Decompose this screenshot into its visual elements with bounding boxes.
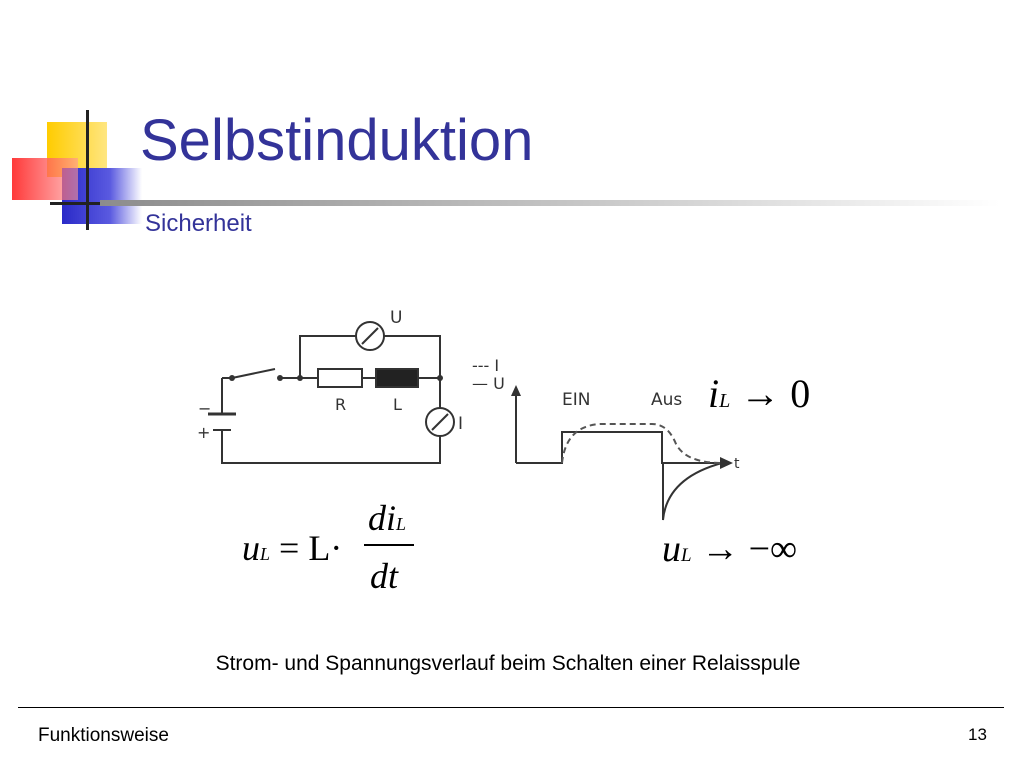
voltage-sub: L [681,545,692,566]
circuit-diagram [208,321,455,464]
current-limit: → 0 [730,371,811,416]
label-ein: EIN [562,390,590,410]
logo-vertical-line [86,110,89,230]
graph-t-axis-arrow [720,457,733,469]
formula-var-di: di [368,498,397,538]
switch-lever [231,368,276,379]
current-curve [561,423,723,464]
voltmeter-needle [361,327,379,345]
time-axis-label: t [734,456,740,472]
voltmeter-label: U [390,308,402,328]
inductance-formula: uL = L· diL dt [242,500,442,600]
logo-red-square [12,158,78,200]
battery-minus-label: − [198,399,211,418]
switching-graph [511,385,733,521]
switch-node [229,375,235,381]
formula-lhs: uL = L· [242,530,342,566]
slide-subtitle: Sicherheit [145,210,252,237]
voltage-limit: → −∞ [691,528,798,570]
slide-title: Selbstinduktion [140,108,534,173]
voltage-curve-spike [662,462,723,521]
ammeter [425,407,455,437]
formula-var-u: u [242,528,260,568]
current-sub: L [719,390,731,412]
battery-plus-label: + [197,423,210,442]
logo-horizontal-line [50,202,110,205]
voltage-curve-on [516,431,722,464]
branch-node-left [297,375,303,381]
formula-numerator: diL [368,500,406,536]
title-underline [100,200,1000,206]
formula-num-sub: L [396,514,407,534]
voltmeter-branch-wire [299,335,441,378]
ammeter-needle [431,413,449,431]
formula-denominator: dt [370,556,399,596]
inductor-label: L [393,395,402,414]
footer-divider [18,707,1004,708]
circuit-outer-wire [221,378,441,464]
label-aus: Aus [651,390,682,410]
switch-contact-node [277,375,283,381]
current-limit-formula: iL → 0 [708,374,810,414]
voltage-limit-formula: uL → −∞ [662,530,797,568]
current-var: i [708,371,720,416]
resistor [317,368,363,388]
formula-equals-l: = L· [270,528,343,568]
resistor-label: R [335,395,346,414]
footer-section-name: Funktionsweise [38,725,169,746]
formula-sub-l: L [260,544,271,564]
logo-decoration [0,100,142,240]
circuit-nodes [229,375,443,381]
formula-fraction-bar [364,544,414,546]
figure-caption: Strom- und Spannungsverlauf beim Schalte… [215,652,801,675]
legend-current: --- I [472,356,499,375]
voltage-var: u [662,528,681,570]
branch-node-right [437,375,443,381]
graph-y-axis-arrow [511,385,521,396]
page-number: 13 [968,725,987,744]
ammeter-label: I [458,414,463,434]
voltmeter [355,321,385,351]
inductor [375,368,419,388]
legend-voltage: — U [472,374,505,393]
